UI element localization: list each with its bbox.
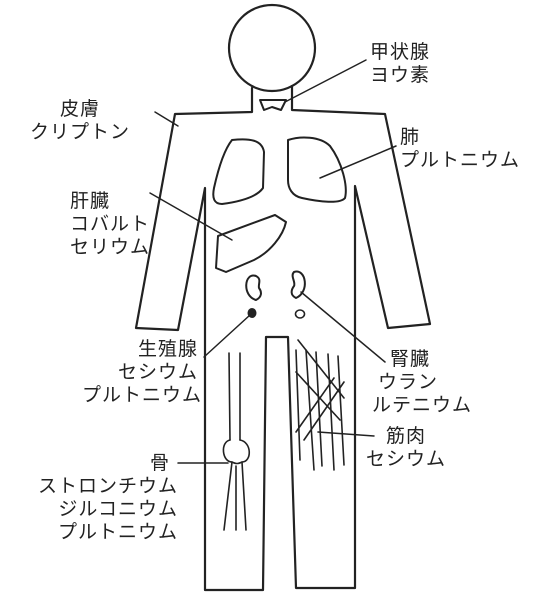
left-kidney-shape <box>246 276 261 300</box>
lung-label: 肺 プルトニウム <box>400 126 520 172</box>
kidney-label: 腎臓 ウラン ルテニウム <box>372 348 472 417</box>
gonad-circle <box>296 310 305 318</box>
thyroid-leader <box>285 60 366 102</box>
liver-element-2: セリウム <box>70 236 150 259</box>
bone-element-2: ジルコニウム <box>26 498 178 521</box>
bone-element-3: プルトニウム <box>26 521 178 544</box>
lung-organ: 肺 <box>400 126 520 149</box>
leg-bone-drawing <box>223 353 249 530</box>
left-lung-shape <box>213 139 264 204</box>
thyroid-element-1: ヨウ素 <box>370 64 430 87</box>
bone-element-1: ストロンチウム <box>26 475 178 498</box>
kidney-element-2: ルテニウム <box>372 394 472 417</box>
right-lung-shape <box>288 138 346 202</box>
liver-label: 肝臓 コバルト セリウム <box>70 190 150 259</box>
gonad-element-2: プルトニウム <box>82 384 198 407</box>
thyroid-shape <box>260 100 286 110</box>
skin-label: 皮膚 クリプトン <box>30 98 130 144</box>
liver-leader <box>150 193 232 240</box>
liver-organ: 肝臓 <box>70 190 150 213</box>
kidney-organ: 腎臓 <box>372 348 472 371</box>
liver-element-1: コバルト <box>70 213 150 236</box>
muscle-label: 筋肉 セシウム <box>366 425 446 471</box>
gonad-element-1: セシウム <box>82 361 198 384</box>
thyroid-organ: 甲状腺 <box>370 41 430 64</box>
skin-element-1: クリプトン <box>30 121 130 144</box>
head-outline <box>229 5 315 91</box>
gonad-leader <box>204 315 250 357</box>
skin-organ: 皮膚 <box>30 98 130 121</box>
lung-leader <box>320 146 396 178</box>
leg-muscle-drawing <box>296 340 344 470</box>
lung-element-1: プルトニウム <box>400 149 520 172</box>
bone-label: 骨 ストロンチウム ジルコニウム プルトニウム <box>26 452 178 544</box>
gonad-organ: 生殖腺 <box>82 338 198 361</box>
liver-shape <box>216 215 286 272</box>
thyroid-label: 甲状腺 ヨウ素 <box>370 41 430 87</box>
gonad-label: 生殖腺 セシウム プルトニウム <box>82 338 198 407</box>
bone-organ: 骨 <box>26 452 178 475</box>
muscle-organ: 筋肉 <box>366 425 446 448</box>
kidney-element-1: ウラン <box>372 371 472 394</box>
muscle-element-1: セシウム <box>366 448 446 471</box>
